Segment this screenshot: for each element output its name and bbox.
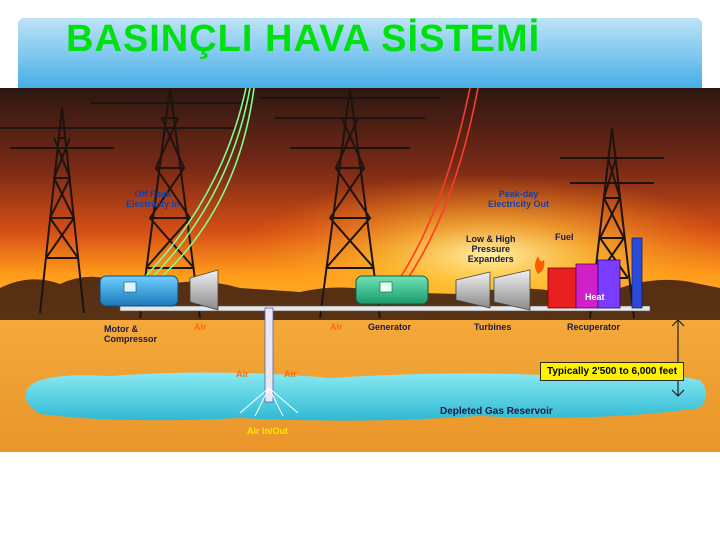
page-title: BASINÇLI HAVA SİSTEMİ xyxy=(0,18,720,61)
label-expanders: Low & High Pressure Expanders xyxy=(466,234,516,264)
label-peak-day-line1: Peak-day xyxy=(488,189,549,199)
label-motor-line1: Motor & xyxy=(104,324,157,334)
label-reservoir: Depleted Gas Reservoir xyxy=(440,407,553,417)
motor-machine xyxy=(100,276,178,306)
label-expanders-line2: Pressure xyxy=(466,244,516,254)
label-air-2: Air xyxy=(330,322,343,332)
recuperator-stack xyxy=(632,238,642,308)
label-turbines: Turbines xyxy=(474,322,511,332)
generator-panel xyxy=(380,282,392,292)
label-air-1: Air xyxy=(194,322,207,332)
label-peak-day: Peak-day Electricity Out xyxy=(488,189,549,209)
label-fuel: Fuel xyxy=(555,232,574,242)
label-motor-compressor: Motor & Compressor xyxy=(104,324,157,344)
recuperator-block-red xyxy=(548,268,576,308)
label-air-4: Air xyxy=(284,369,297,379)
label-heat: Heat xyxy=(585,292,605,302)
label-peak-day-line2: Electricity Out xyxy=(488,199,549,209)
label-expanders-line3: Expanders xyxy=(466,254,516,264)
label-motor-line2: Compressor xyxy=(104,334,157,344)
label-off-peak-line2: Electricity In xyxy=(126,199,180,209)
label-air-inout: Air In/Out xyxy=(247,426,288,436)
label-recuperator: Recuperator xyxy=(567,322,620,332)
depth-callout: Typically 2'500 to 6,000 feet xyxy=(540,362,684,381)
label-off-peak-line1: Off Peak xyxy=(126,189,180,199)
label-air-3: Air xyxy=(236,369,249,379)
well-pipe xyxy=(265,308,273,402)
label-off-peak: Off Peak Electricity In xyxy=(126,189,180,209)
label-generator: Generator xyxy=(368,322,411,332)
label-expanders-line1: Low & High xyxy=(466,234,516,244)
motor-panel xyxy=(124,282,136,292)
caes-diagram xyxy=(0,88,720,452)
